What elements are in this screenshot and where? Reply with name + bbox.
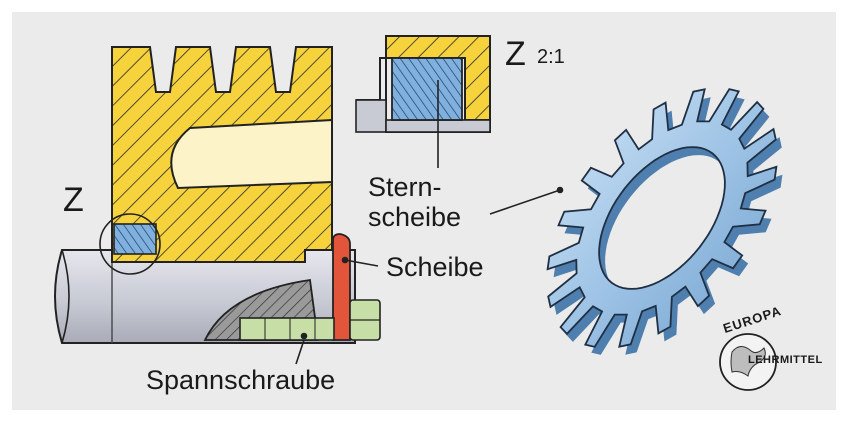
scheibe-label: Scheibe — [386, 252, 484, 282]
detail-title-label: Z — [505, 35, 526, 73]
detail-marker-label: Z — [63, 181, 84, 219]
star-lock-washer — [546, 88, 783, 355]
clamp-screw — [239, 299, 381, 341]
logo-bottom-text: LEHRMITTEL — [748, 354, 823, 366]
sternscheibe-label-line2: scheibe — [368, 202, 462, 232]
leader-lines — [295, 80, 564, 365]
washer-red — [332, 233, 351, 341]
spannschraube-label: Spannschraube — [146, 365, 336, 395]
sternscheibe-label-line1: Stern- — [368, 172, 442, 202]
detail-circle — [99, 213, 161, 275]
detail-scale-label: 2:1 — [537, 46, 565, 68]
europa-lehrmittel-logo — [719, 333, 777, 391]
lock-washer-section — [113, 223, 157, 255]
gear-recess — [170, 118, 333, 190]
star-washer-body — [546, 88, 778, 348]
